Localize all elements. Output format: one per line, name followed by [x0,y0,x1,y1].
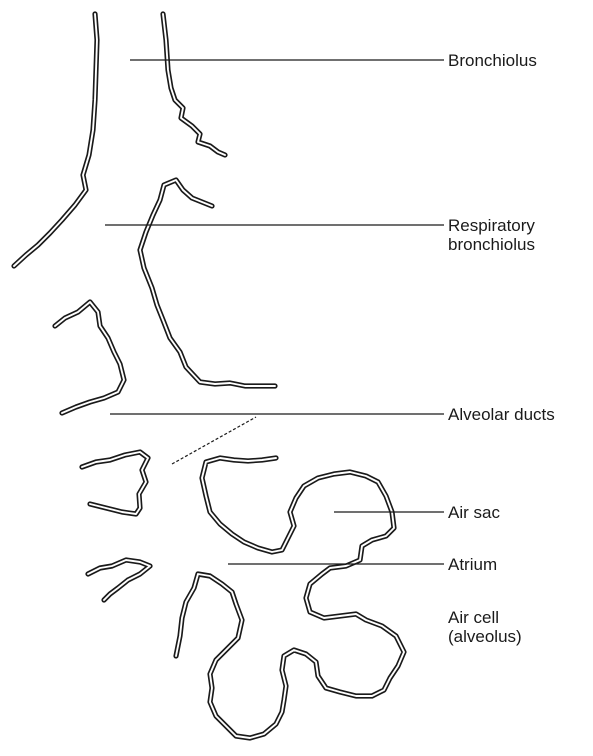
label-respiratory-bronchiolus: Respiratory bronchiolus [448,216,535,254]
respiratory-branch-wall-lumen [140,180,275,386]
airway-walls [14,14,404,738]
left-small-pouch-lower-lumen [88,560,150,600]
label-bronchiolus: Bronchiolus [448,51,537,70]
respiratory-branch-wall [140,180,275,386]
label-alveolar-ducts: Alveolar ducts [448,405,555,424]
label-air-cell: Air cell (alveolus) [448,608,522,646]
bronchiolus-right-wall [163,14,225,155]
leader-lines [105,60,444,564]
left-small-pouch-lower [88,560,150,600]
alveolar-sac-cluster-lumen [176,458,404,738]
bronchiolus-left-wall-lumen [14,14,97,266]
leader-alveolar-ducts-dashed [172,417,256,464]
label-air-sac: Air sac [448,503,500,522]
label-atrium: Atrium [448,555,497,574]
